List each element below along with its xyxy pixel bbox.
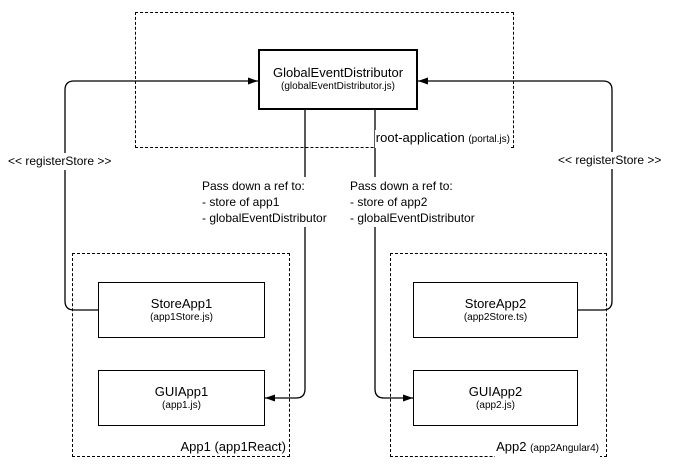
register-store-arrow-left	[64, 77, 258, 311]
app2-framework: (app2Angular4)	[530, 443, 599, 454]
pass-down-note-right-line1: Pass down a ref to:	[350, 179, 453, 193]
pass-down-arrow-left	[265, 110, 306, 402]
register-store-arrow-right	[418, 77, 613, 311]
gui-app1-subtitle: (app1.js)	[162, 399, 201, 411]
register-store-label-left: << registerStore >>	[6, 153, 114, 170]
app2-label: App2 (app2Angular4)	[495, 439, 600, 457]
store-app2-box: StoreApp2 (app2Store.ts)	[413, 282, 578, 338]
pass-down-note-right: Pass down a ref to: - store of app2 - gl…	[348, 177, 477, 227]
pass-down-note-left-line1: Pass down a ref to:	[202, 179, 305, 193]
root-application-label: root-application (portal.js)	[374, 130, 511, 148]
global-event-distributor-subtitle: (globalEventDistributor.js)	[281, 81, 395, 93]
global-event-distributor-title: GlobalEventDistributor	[272, 65, 404, 81]
pass-down-note-left: Pass down a ref to: - store of app1 - gl…	[200, 177, 329, 227]
gui-app1-title: GUIApp1	[154, 383, 209, 399]
store-app2-subtitle: (app2Store.ts)	[463, 311, 528, 323]
register-store-label-right: << registerStore >>	[556, 152, 664, 169]
app1-framework: (app1React)	[214, 439, 286, 454]
pass-down-note-right-line2: - store of app2	[350, 195, 428, 209]
pass-down-note-left-line3: - globalEventDistributor	[202, 211, 327, 225]
root-application-container	[135, 12, 514, 148]
app1-name: App1	[180, 439, 211, 454]
pass-down-note-right-line3: - globalEventDistributor	[350, 211, 475, 225]
gui-app2-subtitle: (app2.js)	[476, 399, 515, 411]
app1-container	[72, 253, 290, 457]
root-application-filename: (portal.js)	[468, 134, 510, 145]
gui-app1-box: GUIApp1 (app1.js)	[98, 370, 265, 426]
pass-down-arrow-right	[374, 110, 413, 402]
gui-app2-box: GUIApp2 (app2.js)	[413, 370, 578, 426]
store-app2-title: StoreApp2	[464, 295, 527, 311]
pass-down-note-left-line2: - store of app1	[202, 195, 280, 209]
global-event-distributor-box: GlobalEventDistributor (globalEventDistr…	[258, 49, 418, 110]
store-app1-subtitle: (app1Store.js)	[150, 311, 213, 323]
store-app1-title: StoreApp1	[150, 295, 213, 311]
root-application-name: root-application	[375, 130, 465, 145]
gui-app2-title: GUIApp2	[468, 383, 523, 399]
app2-name: App2	[496, 439, 527, 454]
store-app1-box: StoreApp1 (app1Store.js)	[98, 282, 265, 338]
app1-label: App1 (app1React)	[179, 439, 287, 455]
